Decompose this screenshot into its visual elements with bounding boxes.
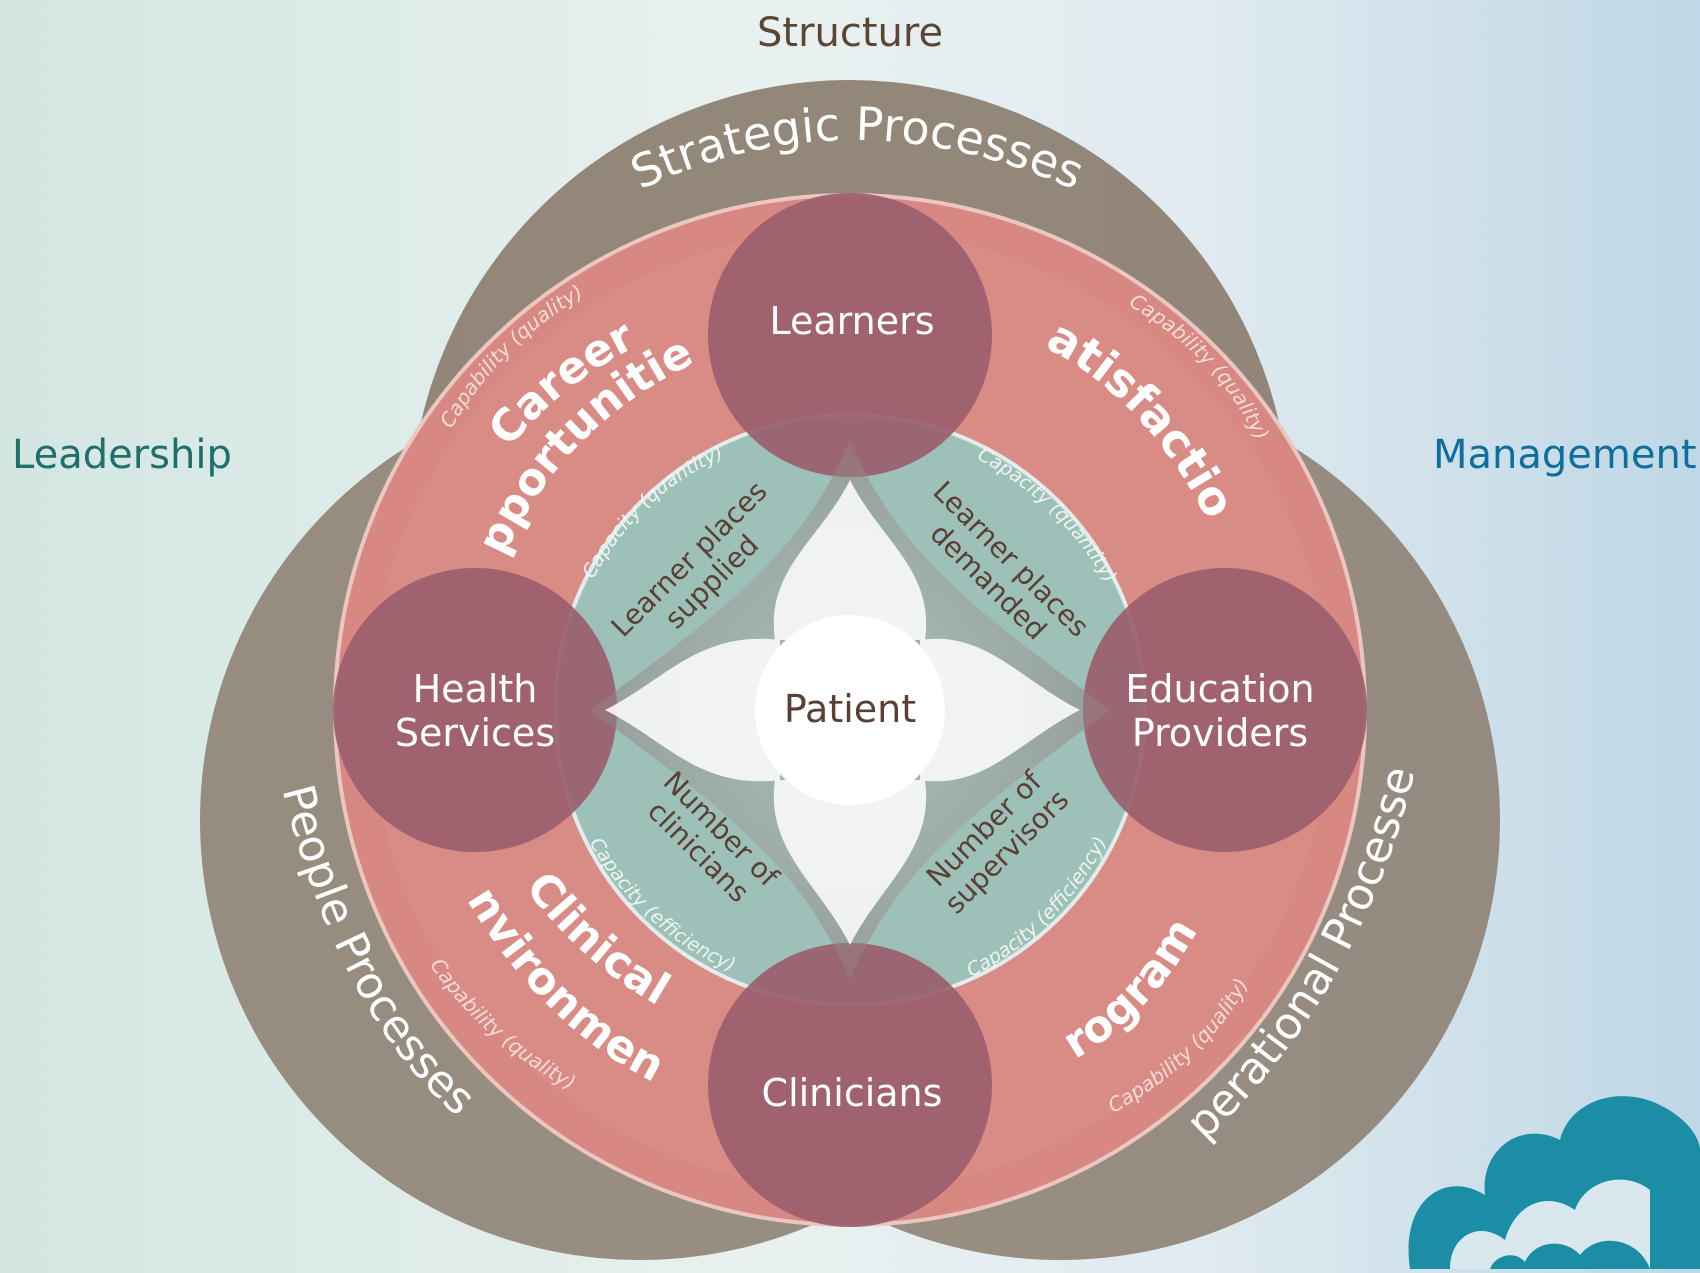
health-label-line2: Services [395,711,555,755]
patient-circle [755,615,945,805]
patient-label: Patient [784,687,916,731]
petal-glow [605,480,1080,945]
education-label-line1: Education [1125,667,1314,711]
health-label-line1: Health [413,667,538,711]
petal-bottom [773,780,927,945]
education-providers-circle [1083,568,1367,852]
clinicians-circle [708,943,992,1227]
learners-circle [708,193,992,477]
structure-label: Structure [757,10,944,56]
petal-left [605,638,780,782]
logo-swirl-core [1490,1240,1650,1269]
health-services-circle [333,568,617,852]
learners-label: Learners [769,299,934,343]
management-label: Management [1433,432,1697,478]
leadership-label: Leadership [12,432,232,478]
petal-right [920,638,1080,782]
education-label-line2: Providers [1132,711,1308,755]
stakeholder-circles [333,193,1367,1227]
clinicians-label: Clinicians [762,1071,943,1115]
petal-top [773,480,927,640]
organisation-logo [1408,1096,1700,1269]
